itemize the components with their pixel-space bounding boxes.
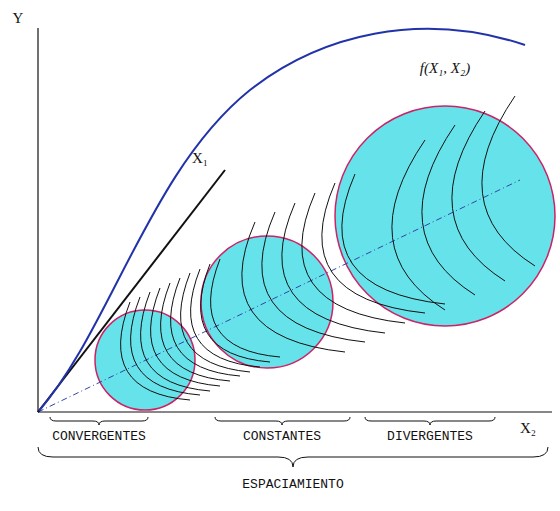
axis-label: Y	[13, 10, 24, 27]
isoquant	[482, 96, 535, 266]
isoquant	[422, 125, 475, 295]
isoquant	[322, 183, 425, 313]
axes	[38, 28, 552, 412]
brace	[365, 417, 495, 425]
y-axis	[37, 28, 38, 412]
isoquant	[392, 140, 445, 310]
zone-label: CONVERGENTES	[52, 430, 146, 444]
isoquant	[342, 174, 445, 304]
isoquants	[121, 96, 535, 400]
production-curve	[38, 29, 525, 412]
isoquant	[242, 222, 345, 352]
braces	[38, 417, 548, 467]
spacing-label: ESPACIAMIENTO	[242, 478, 343, 492]
isoquant	[191, 269, 260, 367]
axis-label: X₁	[192, 150, 208, 167]
x-axis	[38, 411, 552, 412]
isoquant	[211, 259, 280, 357]
zone-label: DIVERGENTES	[387, 430, 473, 444]
isoquant	[282, 203, 385, 333]
isoquant	[201, 264, 270, 362]
brace	[50, 417, 148, 425]
isoquant	[452, 111, 505, 281]
circles	[95, 106, 555, 410]
zone-label: CONSTANTES	[243, 430, 321, 444]
isoquant	[262, 212, 365, 342]
brace	[215, 417, 350, 425]
axis-label: X₂	[520, 420, 536, 437]
isoquant	[302, 193, 405, 323]
spacing-brace	[38, 447, 548, 467]
constant-circle	[201, 236, 333, 368]
isoquant	[181, 273, 250, 372]
function-label: f(X₁, X₂)	[420, 60, 470, 77]
